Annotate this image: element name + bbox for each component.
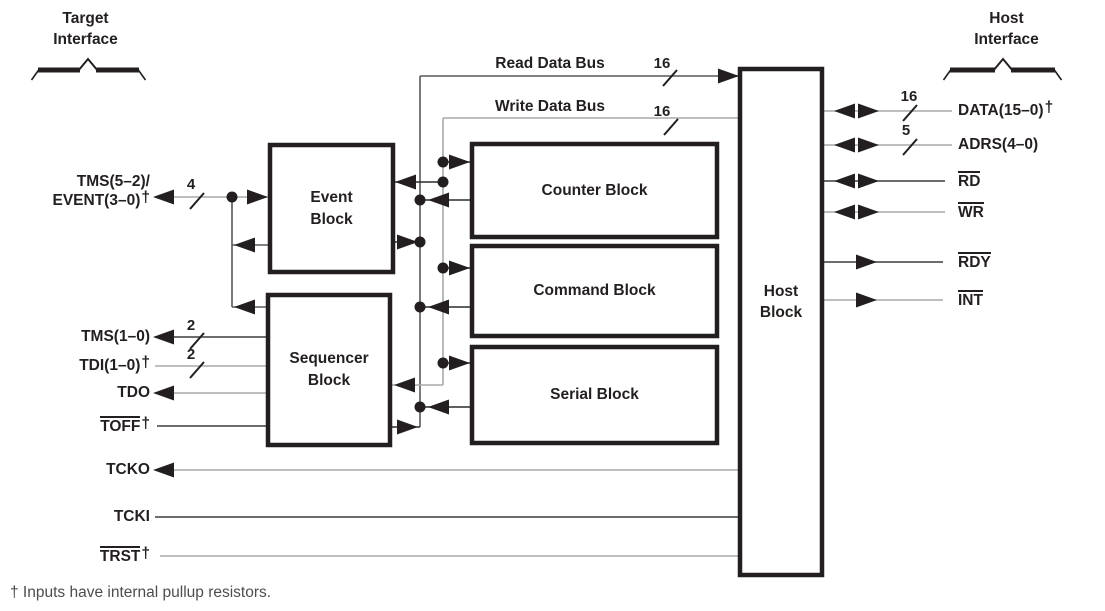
- arrow-right-icon: [858, 103, 879, 119]
- arrow-right-icon: [718, 68, 739, 84]
- signal-label-tcki: TCKI: [113, 508, 150, 525]
- junction-dots: [226, 156, 449, 413]
- host-interface-title: Host Interface: [974, 10, 1039, 48]
- arrow-right-icon: [397, 234, 418, 250]
- arrow-left-icon: [428, 192, 449, 208]
- bus-width-tms1-0: 2: [186, 317, 196, 334]
- arrow-right-icon: [858, 137, 879, 153]
- junction-dot: [226, 191, 238, 203]
- arrow-left-icon: [234, 299, 255, 315]
- sequencer-block-label: Sequencer Block: [289, 350, 369, 389]
- signal-label-rdy: RDY: [958, 252, 991, 271]
- junction-dot: [414, 236, 426, 248]
- bus-slash: [902, 104, 918, 122]
- arrow-right-icon: [247, 189, 268, 205]
- arrow-left-icon: [428, 399, 449, 415]
- signal-label-data: DATA(15–0)†: [958, 99, 1054, 119]
- bus-slash: [662, 69, 678, 87]
- bus-width-tdi: 2: [186, 346, 196, 363]
- serial-block: [469, 344, 720, 446]
- arrow-left-icon: [834, 137, 855, 153]
- signal-label-tdo: TDO: [117, 384, 150, 401]
- write-bus-width: 16: [653, 103, 671, 120]
- arrow-left-icon: [395, 174, 416, 190]
- arrow-left-icon: [153, 329, 174, 345]
- sequencer-block: [265, 292, 393, 448]
- bus-width-data: 16: [900, 88, 918, 105]
- junction-dot: [437, 357, 449, 369]
- bus-slash: [189, 192, 205, 210]
- junction-dot: [437, 262, 449, 274]
- block-outlines: [265, 66, 825, 578]
- bus-width-adrs: 5: [901, 122, 911, 139]
- target-interface-brace: [30, 57, 147, 81]
- signal-label-tms1-0: TMS(1–0): [81, 328, 150, 345]
- arrow-right-icon: [858, 173, 879, 189]
- arrow-left-icon: [153, 462, 174, 478]
- arrow-right-icon: [397, 419, 418, 435]
- counter-block-label: Counter Block: [541, 181, 648, 199]
- junction-dot: [414, 194, 426, 206]
- braces: [30, 57, 1063, 81]
- junction-dot: [414, 401, 426, 413]
- bus-slash: [189, 361, 205, 379]
- signal-label-toff: TOFF†: [100, 415, 150, 435]
- signal-label-tdi: TDI(1–0)†: [79, 354, 150, 374]
- bus-slash: [902, 138, 918, 156]
- signal-label-int: INT: [958, 290, 983, 309]
- arrow-right-icon: [856, 292, 877, 308]
- host-block: [737, 66, 825, 578]
- arrow-right-icon: [856, 254, 877, 270]
- arrow-left-icon: [834, 204, 855, 220]
- signal-label-tms5-2-event: TMS(5–2)/ EVENT(3–0)†: [52, 173, 151, 209]
- arrow-left-icon: [428, 299, 449, 315]
- signal-lines: [155, 75, 952, 557]
- junction-dot: [437, 156, 449, 168]
- target-interface-title: Target Interface: [53, 10, 118, 48]
- junction-dot: [437, 176, 449, 188]
- arrow-left-icon: [834, 173, 855, 189]
- bus-slash: [663, 118, 679, 136]
- counter-block: [469, 141, 720, 240]
- arrow-left-icon: [834, 103, 855, 119]
- read-data-bus-label: Read Data Bus: [495, 55, 605, 72]
- bus-slash: [189, 332, 205, 350]
- write-data-bus-label: Write Data Bus: [495, 98, 605, 115]
- signal-label-rd: RD: [958, 171, 981, 190]
- junction-dot: [414, 301, 426, 313]
- arrow-left-icon: [394, 377, 415, 393]
- signal-label-tcko: TCKO: [106, 461, 150, 478]
- signal-label-trst: TRST†: [99, 545, 150, 565]
- host-interface-brace: [942, 57, 1063, 81]
- signal-label-adrs: ADRS(4–0): [958, 136, 1039, 153]
- read-bus-width: 16: [653, 55, 671, 72]
- arrow-left-icon: [153, 189, 174, 205]
- host-block-label: Host Block: [759, 283, 803, 321]
- arrowheads: [153, 68, 879, 478]
- bus-width-tms-event: 4: [186, 176, 196, 193]
- event-block-label: Event Block: [310, 188, 353, 228]
- command-block: [469, 243, 720, 339]
- arrow-left-icon: [153, 385, 174, 401]
- signal-label-wr: WR: [958, 202, 984, 221]
- arrow-right-icon: [858, 204, 879, 220]
- arrow-right-icon: [449, 355, 470, 371]
- bus-slashes: [189, 69, 918, 379]
- footnote: † Inputs have internal pullup resistors.: [10, 584, 272, 601]
- event-block: [267, 142, 396, 275]
- arrow-left-icon: [234, 237, 255, 253]
- arrow-right-icon: [449, 260, 470, 276]
- serial-block-label: Serial Block: [550, 386, 639, 403]
- command-block-label: Command Block: [533, 282, 656, 299]
- arrow-right-icon: [449, 154, 470, 170]
